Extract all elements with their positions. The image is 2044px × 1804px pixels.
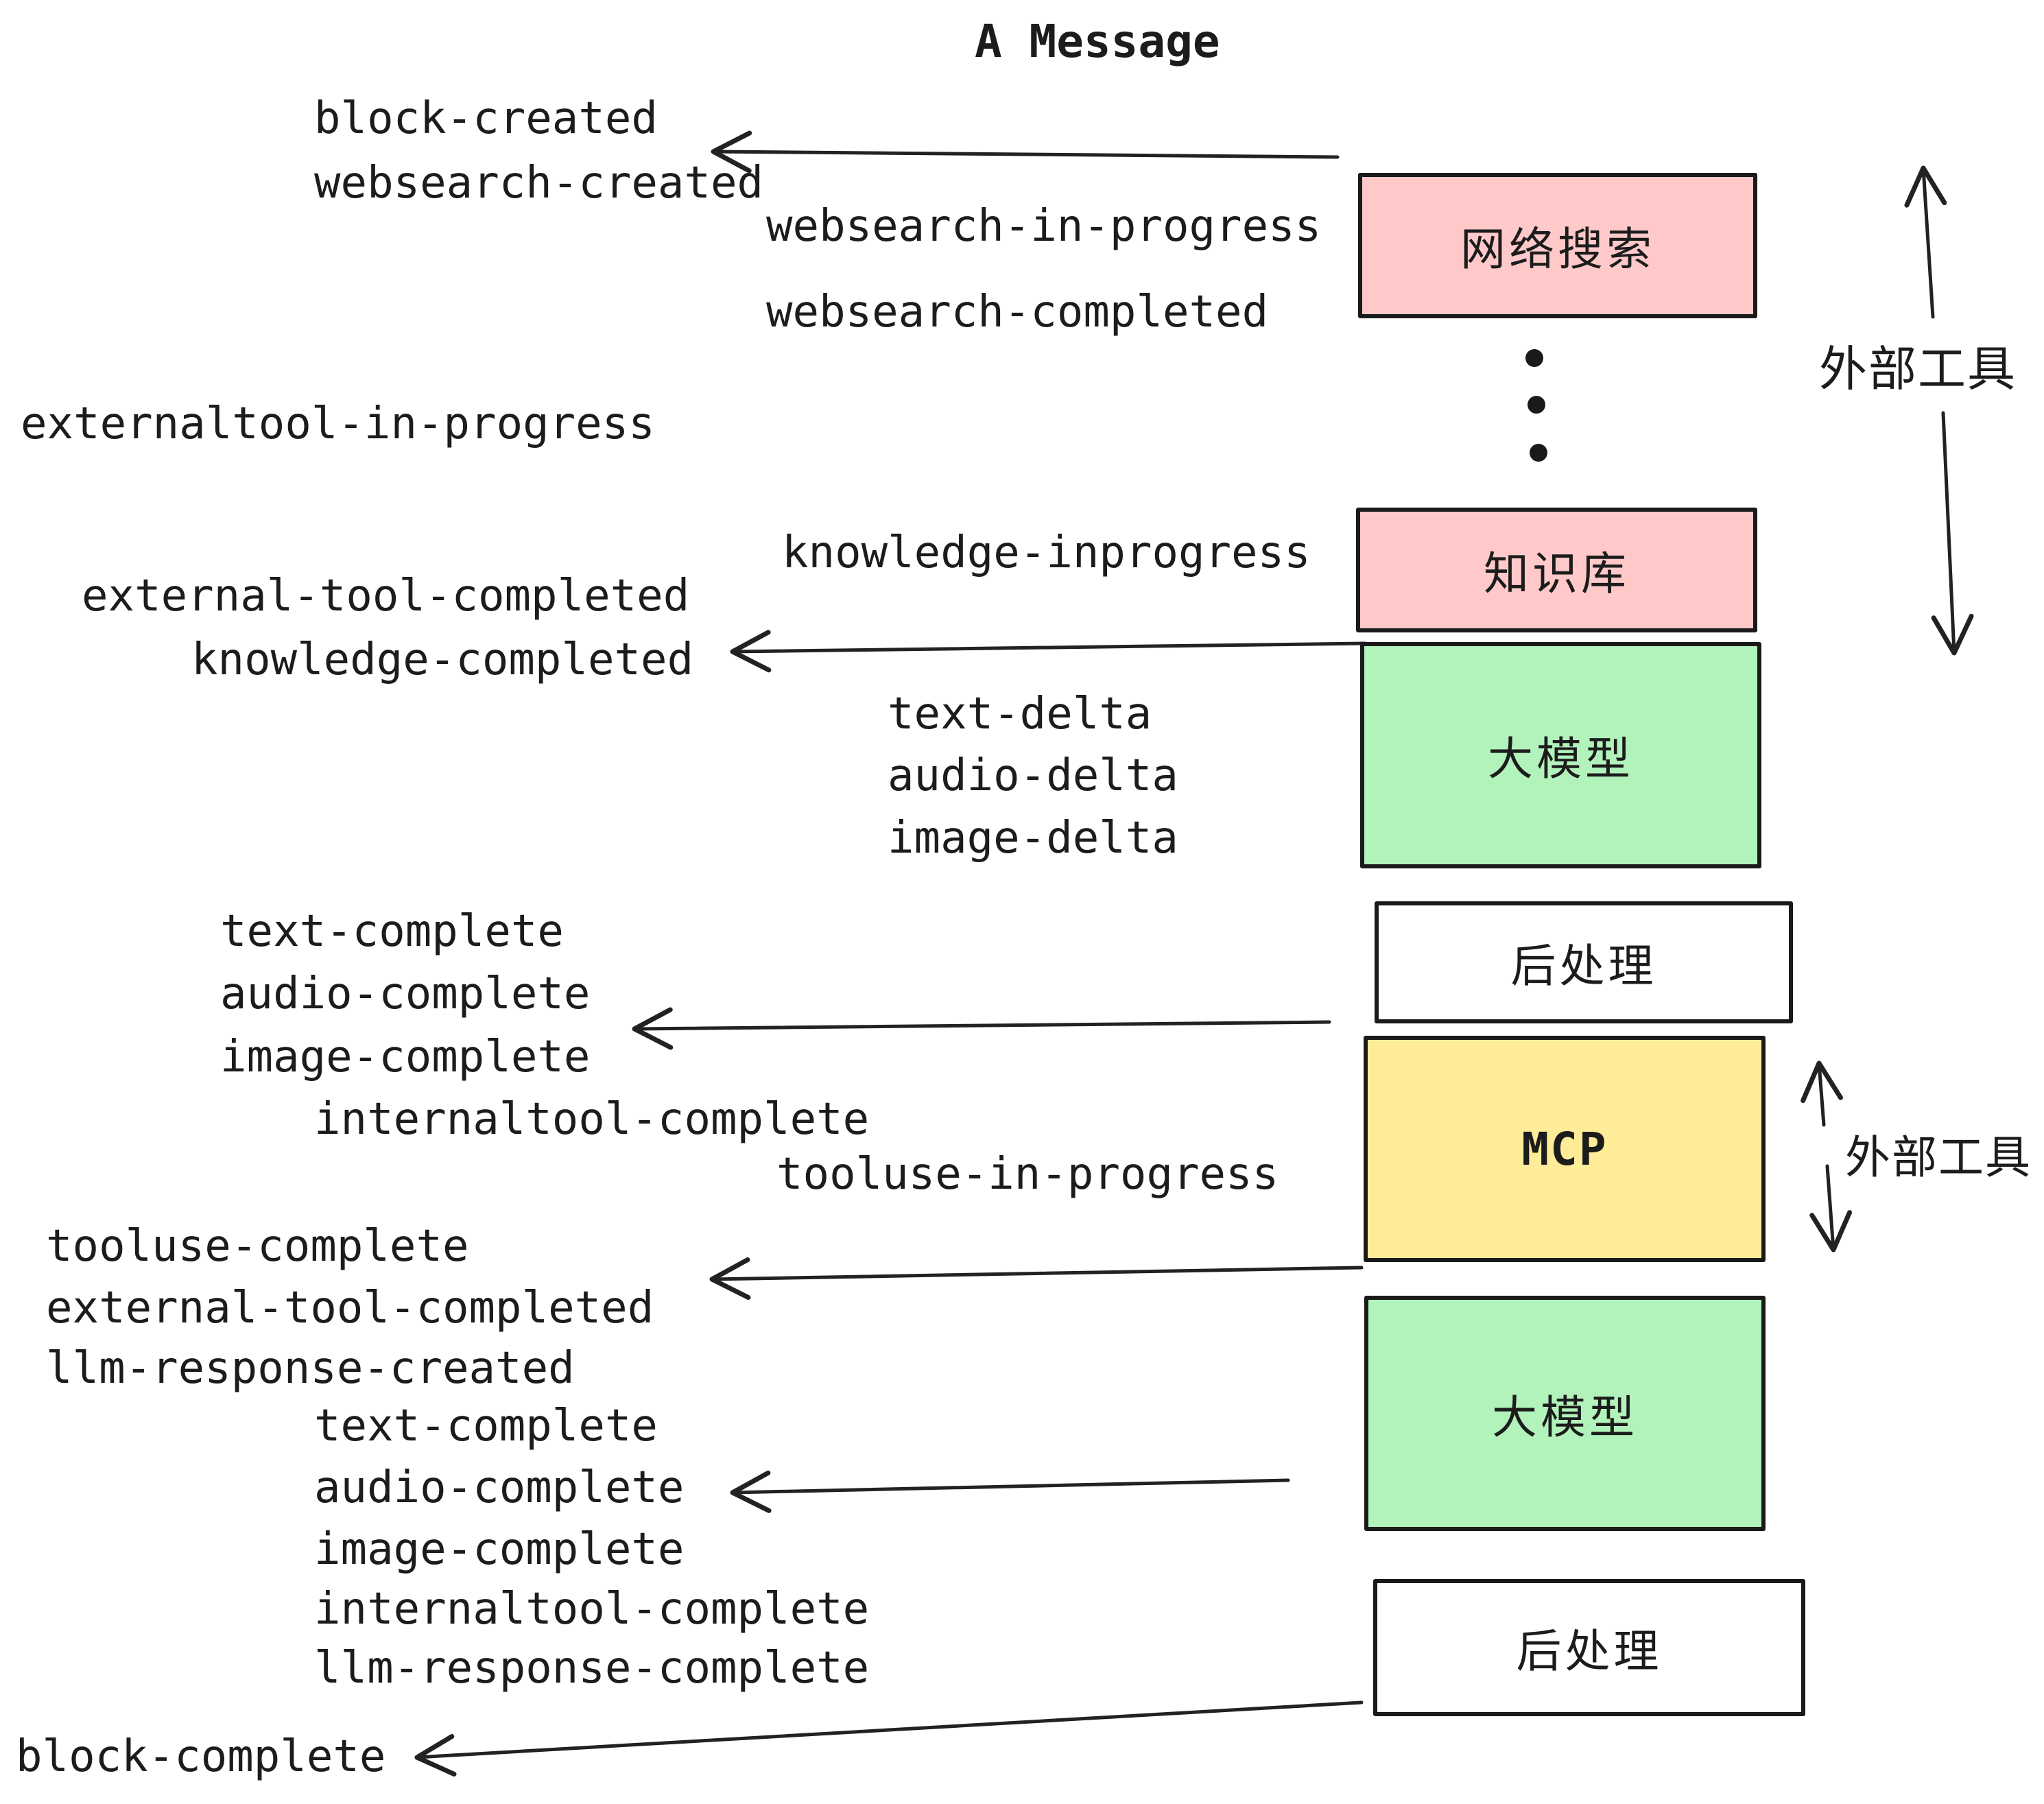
arrow-block-created [711, 130, 1340, 174]
event-audio-delta-1: audio-delta [888, 750, 1178, 801]
event-audio-complete-1: audio-complete [220, 969, 591, 1019]
event-text-delta-1: text-delta [888, 689, 1152, 739]
event-tooluse-in-progress: tooluse-in-progress [776, 1149, 1279, 1200]
box-label: 大模型 [1492, 1390, 1638, 1444]
external-tools-down-arrow-2 [1809, 1164, 1853, 1253]
event-websearch-in-progress: websearch-in-progress [766, 201, 1322, 252]
box-label: 后处理 [1510, 940, 1657, 993]
event-internaltool-complete-1: internaltool-complete [314, 1094, 870, 1145]
box-label: 知识库 [1484, 547, 1630, 600]
external-tools-label-mcp: 外部工具 [1845, 1131, 2032, 1184]
box-postprocess-2: 后处理 [1373, 1579, 1805, 1716]
external-tools-down-arrow-1 [1931, 411, 1974, 656]
arrow-audio-complete [730, 1470, 1290, 1513]
event-knowledge-completed: knowledge-completed [191, 634, 694, 685]
event-image-delta-1: image-delta [888, 813, 1178, 864]
external-tools-up-arrow-2 [1801, 1060, 1843, 1127]
event-image-complete-1: image-complete [220, 1032, 591, 1082]
arrow-knowledge-completed [730, 630, 1367, 673]
external-tools-label-top: 外部工具 [1819, 341, 2017, 397]
event-llm-response-created: llm-response-created [46, 1343, 575, 1394]
box-label: 后处理 [1516, 1625, 1663, 1678]
event-externaltool-in-progress: externaltool-in-progress [21, 399, 655, 449]
box-mcp: MCP [1364, 1036, 1766, 1262]
box-websearch: 网络搜索 [1358, 173, 1757, 318]
event-internaltool-complete-2: internaltool-complete [314, 1584, 870, 1635]
arrow-block-complete [414, 1700, 1364, 1777]
event-websearch-completed: websearch-completed [766, 287, 1269, 337]
box-llm-1: 大模型 [1360, 642, 1761, 868]
ellipsis-dot [1525, 349, 1543, 367]
event-knowledge-inprogress: knowledge-inprogress [782, 527, 1311, 578]
arrow-tooluse-complete [709, 1257, 1364, 1301]
event-block-complete: block-complete [16, 1731, 386, 1782]
event-external-tool-completed-2: external-tool-completed [46, 1283, 654, 1333]
event-llm-response-complete: llm-response-complete [314, 1643, 870, 1694]
arrow-image-complete [632, 1007, 1331, 1050]
diagram-title: A Message [975, 15, 1220, 68]
event-websearch-created: websearch-created [314, 158, 764, 209]
box-label: MCP [1521, 1122, 1608, 1176]
event-text-complete-2: text-complete [314, 1401, 658, 1451]
box-llm-2: 大模型 [1364, 1296, 1766, 1531]
ellipsis-dot [1530, 444, 1547, 462]
box-knowledge: 知识库 [1356, 508, 1757, 632]
event-block-created: block-created [314, 93, 658, 144]
external-tools-up-arrow-1 [1904, 165, 1947, 319]
event-image-complete-2: image-complete [314, 1524, 685, 1575]
event-external-tool-completed-1: external-tool-completed [82, 571, 690, 621]
box-postprocess-1: 后处理 [1375, 901, 1793, 1023]
event-text-complete-1: text-complete [220, 906, 564, 957]
box-label: 大模型 [1488, 733, 1634, 785]
box-label: 网络搜索 [1460, 223, 1655, 276]
event-tooluse-complete: tooluse-complete [46, 1221, 469, 1272]
event-audio-complete-2: audio-complete [314, 1462, 685, 1513]
ellipsis-dot [1528, 396, 1545, 414]
